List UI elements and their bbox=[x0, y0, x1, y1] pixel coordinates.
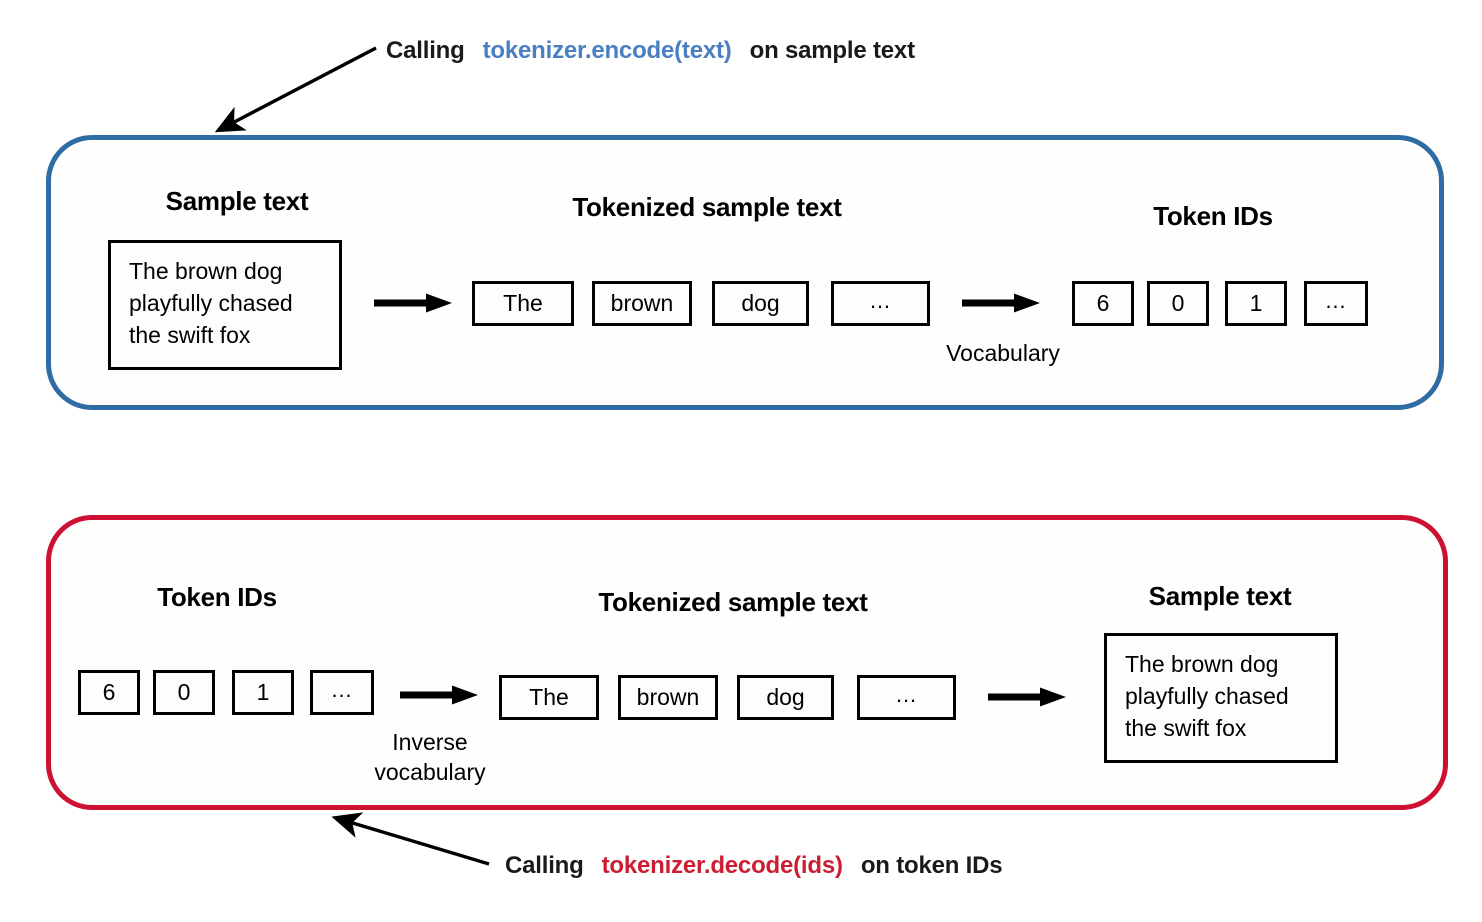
encode-caption-suffix: on sample text bbox=[749, 37, 915, 64]
decode-caption: Calling tokenizer.decode(ids) on token IDs bbox=[505, 852, 1003, 880]
decode-token-cell: dog bbox=[737, 675, 834, 720]
decode-id-cell: 1 bbox=[232, 670, 294, 715]
encode-title-token-ids: Token IDs bbox=[1153, 201, 1273, 231]
encode-token-cell-ellipsis: … bbox=[831, 281, 930, 326]
decode-title-sample-text: Sample text bbox=[1148, 581, 1292, 611]
encode-title-sample-text: Sample text bbox=[165, 186, 309, 216]
encode-caption-prefix: Calling bbox=[386, 37, 465, 64]
encode-id-cell: 0 bbox=[1147, 281, 1209, 326]
encode-id-cell: 6 bbox=[1072, 281, 1134, 326]
decode-caption-suffix: on token IDs bbox=[860, 852, 1003, 879]
decode-token-cell: The bbox=[499, 675, 599, 720]
encode-sample-text-box: The brown dog playfully chased the swift… bbox=[108, 240, 342, 370]
decode-id-cell-ellipsis: … bbox=[310, 670, 374, 715]
encode-caption-code: tokenizer.encode(text) bbox=[482, 37, 732, 64]
decode-title-token-ids: Token IDs bbox=[157, 582, 277, 612]
decode-id-cell: 0 bbox=[153, 670, 215, 715]
encode-token-cell: The bbox=[472, 281, 574, 326]
decode-arrow-tokens-to-text bbox=[988, 687, 1066, 707]
encode-pointer-arrow bbox=[214, 46, 377, 133]
decode-title-tokenized: Tokenized sample text bbox=[598, 587, 868, 617]
decode-caption-prefix: Calling bbox=[505, 852, 584, 879]
decode-inverse-vocabulary-label: Inverse vocabulary bbox=[374, 729, 486, 785]
encode-id-cell: 1 bbox=[1225, 281, 1287, 326]
decode-arrow-ids-to-tokens bbox=[400, 685, 478, 705]
encode-caption: Calling tokenizer.encode(text) on sample t… bbox=[386, 37, 915, 65]
decode-token-cell-ellipsis: … bbox=[857, 675, 956, 720]
encode-token-cell: dog bbox=[712, 281, 809, 326]
encode-vocabulary-label: Vocabulary bbox=[946, 340, 1060, 366]
encode-arrow-tokens-to-ids bbox=[962, 293, 1040, 313]
decode-pointer-arrow bbox=[331, 812, 490, 866]
encode-title-tokenized: Tokenized sample text bbox=[572, 192, 842, 222]
decode-id-cell: 6 bbox=[78, 670, 140, 715]
encode-arrow-text-to-tokens bbox=[374, 293, 452, 313]
decode-sample-text-box: The brown dog playfully chased the swift… bbox=[1104, 633, 1338, 763]
decode-token-cell: brown bbox=[618, 675, 718, 720]
decode-caption-code: tokenizer.decode(ids) bbox=[601, 852, 843, 879]
encode-id-cell-ellipsis: … bbox=[1304, 281, 1368, 326]
encode-token-cell: brown bbox=[592, 281, 692, 326]
